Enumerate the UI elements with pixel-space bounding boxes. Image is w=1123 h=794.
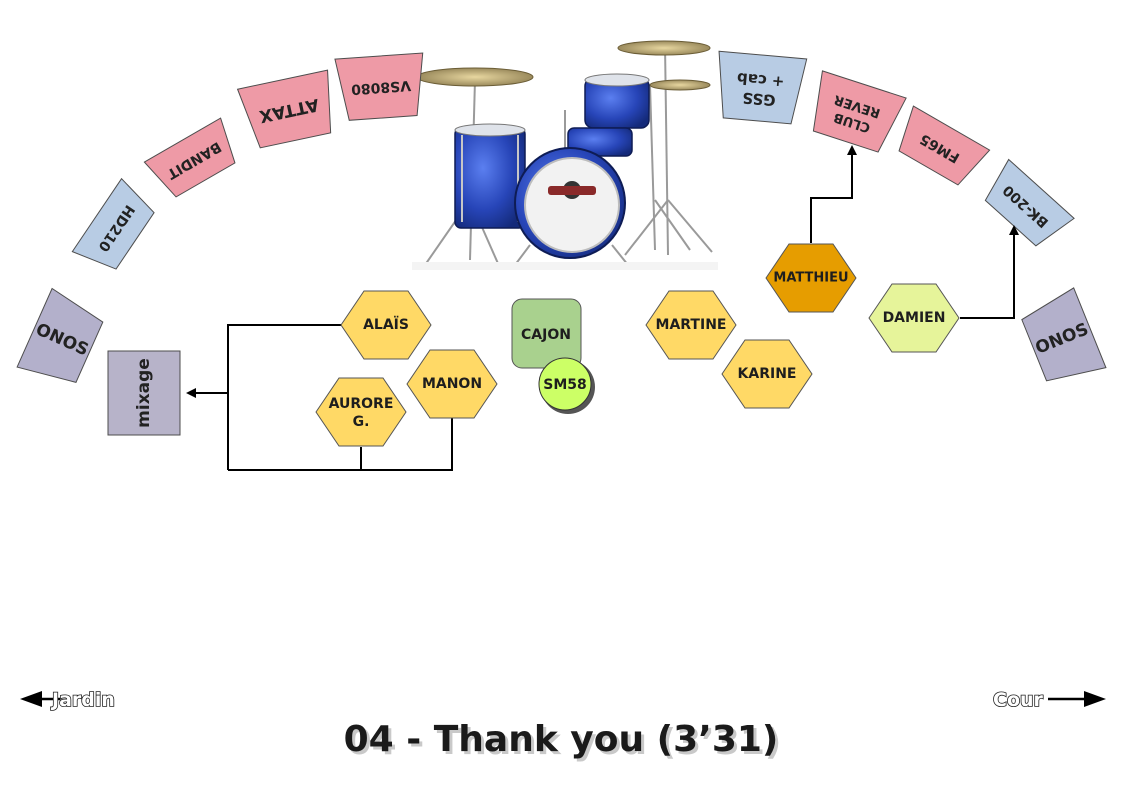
musician-aurore-label-line1: AURORE — [329, 396, 394, 412]
musician-alais: ALAÏS — [341, 291, 431, 359]
amp-gss-label-line1: GSS — [742, 89, 777, 110]
musician-alais-label: ALAÏS — [363, 316, 409, 333]
side-cour: Cour — [993, 689, 1106, 711]
mixage-desk: mixage — [108, 351, 180, 435]
speaker-right: ONOS — [1018, 288, 1106, 390]
amp-fm65: FM65 — [890, 106, 989, 190]
musician-damien-label: DAMIEN — [883, 310, 946, 326]
musician-manon: MANON — [407, 350, 497, 418]
side-jardin-label: Jardin — [50, 689, 115, 711]
amp-club-rever: CLUB REVER — [804, 71, 906, 155]
side-jardin: Jardin — [20, 689, 115, 711]
amp-bandit: BANDIT — [144, 118, 243, 202]
drum-kit — [412, 41, 718, 270]
musician-aurore: AURORE G. — [316, 378, 406, 446]
speaker-left: ONOS — [17, 289, 107, 392]
cajon-label: CAJON — [521, 327, 571, 343]
sm58-mic: SM58 — [539, 358, 595, 414]
sm58-label: SM58 — [543, 377, 587, 393]
side-cour-label: Cour — [993, 689, 1044, 711]
amp-vs8080: VS8080 — [335, 53, 427, 121]
musician-aurore-label-line2: G. — [353, 414, 370, 430]
amp-attax: ATTAX — [238, 70, 341, 150]
musician-martine-label: MARTINE — [656, 317, 727, 333]
musician-karine: KARINE — [722, 340, 812, 408]
amp-gss-cab: GSS + cab — [713, 51, 806, 124]
musician-matthieu-label: MATTHIEU — [773, 271, 848, 286]
cajon: CAJON — [512, 299, 581, 368]
musician-martine: MARTINE — [646, 291, 736, 359]
mixage-label: mixage — [134, 358, 154, 428]
amp-hd210: HD210 — [72, 179, 159, 278]
amp-bk200: BK-200 — [978, 159, 1074, 252]
musician-manon-label: MANON — [422, 376, 482, 392]
musician-damien: DAMIEN — [869, 284, 959, 352]
song-title: 04 - Thank you (3’31) — [344, 719, 779, 760]
musician-karine-label: KARINE — [738, 366, 797, 382]
musician-matthieu: MATTHIEU — [766, 244, 856, 312]
